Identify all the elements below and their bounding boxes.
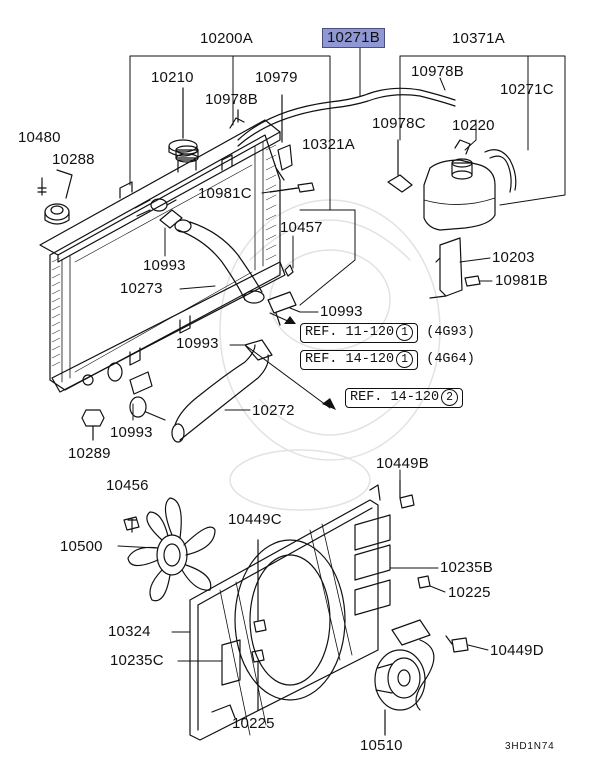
tube-clip-c [387,139,413,193]
lower-hose [129,339,273,443]
part-label-10271b[interactable]: 10271B [322,28,385,48]
part-label-10449d: 10449D [490,642,544,659]
radiator [39,119,286,393]
bolt-10449d [445,635,469,653]
part-label-10500: 10500 [60,538,103,555]
overflow-tube [237,87,456,147]
part-label-10981c: 10981C [198,185,252,202]
part-label-10220: 10220 [452,117,495,134]
reference-2-text: REF. 14-120 [305,352,395,367]
reference-1-engine: (4G93) [426,325,475,340]
reference-1-num: 1 [396,324,414,341]
fan-shroud [189,484,391,741]
part-label-10993-b: 10993 [320,303,363,320]
upper-hose [159,199,265,304]
fan-motor [374,619,435,736]
part-label-10510: 10510 [360,737,403,754]
part-label-10203: 10203 [492,249,535,266]
reference-2-num: 1 [396,351,414,368]
drain-plug [81,409,105,441]
bolt-10225b [251,649,265,711]
part-label-10979: 10979 [255,69,298,86]
bolt-b [464,275,481,287]
part-label-10235c: 10235C [110,652,164,669]
reference-2-engine: (4G64) [426,352,475,367]
part-label-10978b-left: 10978B [205,91,258,108]
bolt-10225r [417,575,431,589]
part-label-10993-c: 10993 [176,335,219,352]
part-label-10321a: 10321A [302,136,355,153]
bolt-10449c [253,539,267,633]
part-label-10289: 10289 [68,445,111,462]
part-label-10271c: 10271C [500,81,554,98]
fan-switch [37,169,73,225]
drawing-code: 3HD1N74 [505,741,555,752]
small-clip [284,264,294,277]
part-label-10225-bottom: 10225 [232,715,275,732]
part-label-10225-right: 10225 [448,584,491,601]
fan [127,497,216,602]
part-label-10981b: 10981B [495,272,548,289]
leader-lines [92,47,566,662]
reserve-tank [423,139,496,299]
part-label-10235b: 10235B [440,559,493,576]
part-label-10210: 10210 [151,69,194,86]
part-label-10978b-right: 10978B [411,63,464,80]
part-label-10456: 10456 [106,477,149,494]
part-label-10978c: 10978C [372,115,426,132]
part-label-10993-a: 10993 [143,257,186,274]
part-label-10200a: 10200A [200,30,253,47]
part-label-10449b: 10449B [376,455,429,472]
part-label-10993-d: 10993 [110,424,153,441]
overflow-tube-c [484,149,517,193]
part-label-10449c: 10449C [228,511,282,528]
radiator-cap [168,87,198,157]
part-label-10288: 10288 [52,151,95,168]
hose-clamp [267,291,297,326]
tube-clip [275,94,293,181]
part-label-10324: 10324 [108,623,151,640]
part-label-10273: 10273 [120,280,163,297]
part-label-10457: 10457 [280,219,323,236]
nut-10456 [123,516,140,531]
bolt-10449b [399,479,415,509]
reference-1-text: REF. 11-120 [305,325,395,340]
reference-3-num: 2 [441,389,459,406]
part-label-10371a: 10371A [452,30,505,47]
reference-3-text: REF. 14-120 [350,390,440,405]
part-label-10480: 10480 [18,129,61,146]
part-label-10272: 10272 [252,402,295,419]
